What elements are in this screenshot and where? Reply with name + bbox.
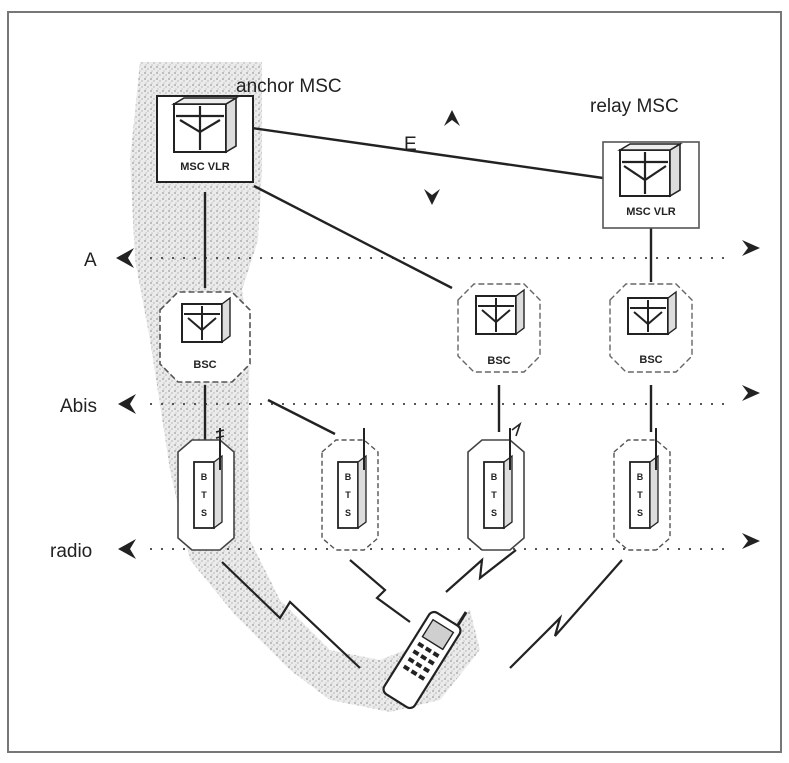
anchor-msc-label: anchor MSC: [236, 76, 342, 97]
bts-2-node: [322, 428, 378, 550]
relay-msc-label: relay MSC: [590, 96, 679, 117]
relay-msc-vlr-label: MSC VLR: [626, 206, 676, 218]
bsc-3-label: BSC: [639, 354, 662, 366]
bts-4-label-t: T: [637, 490, 643, 500]
e-up-arrow-icon: [444, 110, 460, 126]
bts-2-label-s: S: [345, 508, 351, 518]
bts-4-label-b: B: [637, 472, 644, 482]
e-down-arrow-icon: [424, 189, 440, 205]
radio-link-2: [350, 560, 410, 622]
bts-1-label-t: T: [201, 490, 207, 500]
bts-3-label-s: S: [491, 508, 497, 518]
abis-interface-label: Abis: [60, 396, 97, 417]
bts-1-label-s: S: [201, 508, 207, 518]
radio-left-arrow-icon: [118, 539, 136, 559]
radio-interface-label: radio: [50, 541, 92, 562]
bts-3-label-b: B: [491, 472, 498, 482]
bts-3-node: [468, 424, 524, 550]
anchor-msc-vlr-label: MSC VLR: [180, 161, 230, 173]
bsc1-to-bts2-line: [268, 400, 335, 434]
bts-2-label-b: B: [345, 472, 352, 482]
bts-4-label-s: S: [637, 508, 643, 518]
bts-4-node: [614, 428, 670, 550]
bts-2-label-t: T: [345, 490, 351, 500]
anchor-to-bsc2-line: [254, 186, 452, 288]
e-interface-label: E: [404, 134, 417, 155]
bsc-1-label: BSC: [193, 359, 216, 371]
bts-3-label-t: T: [491, 490, 497, 500]
e-link-line: [252, 128, 603, 178]
radio-link-3: [446, 550, 516, 592]
a-left-arrow-icon: [116, 248, 134, 268]
radio-link-4: [510, 560, 622, 668]
bsc-2-label: BSC: [487, 355, 510, 367]
diagram-frame: [8, 12, 781, 752]
abis-right-arrow-icon: [742, 385, 760, 401]
a-interface-label: A: [84, 250, 97, 271]
radio-right-arrow-icon: [742, 533, 760, 549]
bts-1-label-b: B: [201, 472, 208, 482]
abis-left-arrow-icon: [118, 394, 136, 414]
bts-1-node: [178, 428, 234, 550]
a-right-arrow-icon: [742, 240, 760, 256]
